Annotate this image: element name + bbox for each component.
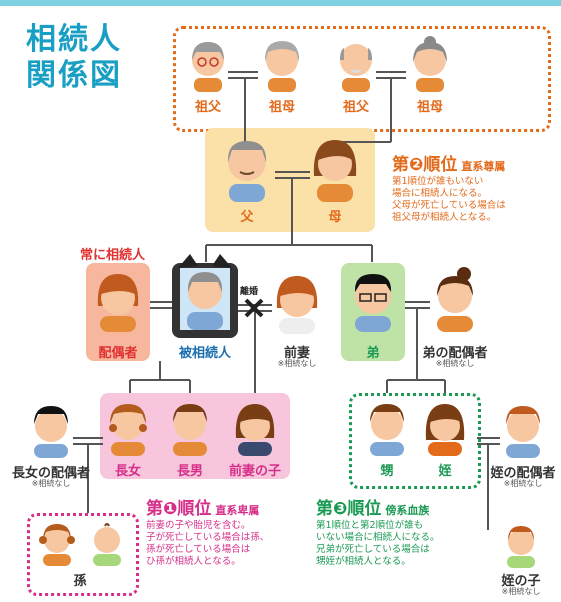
ex-wife-label: 前妻	[283, 346, 310, 361]
ex-wife-child-icon	[235, 404, 275, 456]
niece-icon	[425, 404, 465, 456]
grandfather-1-label: 祖父	[194, 100, 221, 115]
niece-child-icon	[507, 526, 535, 568]
divorce-cross-icon	[244, 298, 264, 318]
diagram-title: 相続人 関係図	[26, 22, 122, 94]
daughter-spouse-label: 長女の配偶者	[11, 466, 90, 481]
rank1-heading: 第❶順位直系卑属	[146, 494, 259, 519]
nephew-icon	[370, 404, 404, 456]
brother-spouse-note: ※相続なし	[435, 359, 475, 368]
rank2-description: 第1順位が誰もいない 場合に相続人になる。 父母が死亡している場合は 祖父母が相…	[392, 176, 506, 223]
grandmother-2-label: 祖母	[416, 100, 443, 115]
niece-spouse-icon	[506, 406, 540, 458]
grandmother-1-icon	[264, 41, 300, 92]
ex-wife-child-label: 前妻の子	[228, 464, 281, 479]
ex-wife-icon	[276, 276, 318, 334]
deceased-label: 被相続人	[178, 346, 231, 361]
rank3-description: 第1順位と第2順位が誰も いない場合に相続人になる。 兄弟が死亡している場合は …	[316, 520, 440, 567]
brother-spouse-icon	[437, 267, 473, 332]
daughter-spouse-icon	[34, 406, 68, 458]
divorce-label: 離婚	[240, 287, 259, 297]
rank3-heading: 第❸順位傍系血族	[316, 494, 429, 519]
grandchild-frame	[27, 513, 139, 596]
brother-spouse-label: 弟の配偶者	[422, 346, 488, 361]
brother-icon	[354, 274, 392, 332]
rank2-title: 第❷順位	[392, 155, 458, 175]
grandmother-2-icon	[413, 36, 447, 92]
father-icon	[227, 141, 267, 202]
spouse-label: 配偶者	[98, 346, 138, 361]
eldest-daughter-label: 長女	[114, 464, 141, 479]
eldest-daughter-icon	[109, 404, 147, 456]
mother-icon	[313, 140, 357, 202]
rank3-sub: 傍系血族	[385, 504, 430, 517]
title-line2: 関係図	[26, 58, 122, 93]
eldest-son-label: 長男	[176, 464, 203, 479]
grandfather-1-icon	[192, 42, 224, 92]
grandchild-label: 孫	[73, 574, 87, 589]
niece-spouse-note: ※相続なし	[503, 479, 543, 488]
title-line1: 相続人	[26, 22, 122, 57]
rank2-heading: 第❷順位直系尊属	[392, 150, 505, 175]
grandchild-girl-icon	[39, 524, 75, 566]
grandfather-2-icon	[340, 44, 372, 92]
niece-spouse-label: 姪の配偶者	[490, 466, 556, 481]
niece-child-note: ※相続なし	[501, 587, 541, 596]
grandmother-1-label: 祖母	[268, 100, 295, 115]
rank1-description: 前妻の子や胎児を含む。 子が死亡している場合は孫、 孫が死亡している場合は ひ孫…	[146, 520, 270, 567]
grandfather-2-label: 祖父	[342, 100, 369, 115]
father-label: 父	[240, 210, 254, 225]
brother-label: 弟	[366, 346, 380, 361]
ex-wife-note: ※相続なし	[277, 359, 317, 368]
nephew-niece-frame	[349, 393, 481, 489]
deceased-icon	[178, 254, 232, 330]
mother-label: 母	[328, 210, 342, 225]
spouse-icon	[97, 274, 139, 332]
rank1-title: 第❶順位	[146, 499, 212, 519]
niece-child-label: 姪の子	[501, 574, 541, 589]
always-heir-label: 常に相続人	[80, 248, 146, 263]
daughter-spouse-note: ※相続なし	[31, 479, 71, 488]
grandchild-baby-icon	[93, 523, 121, 566]
rank1-sub: 直系卑属	[215, 504, 260, 517]
rank2-sub: 直系尊属	[461, 160, 506, 173]
nephew-label: 甥	[380, 464, 394, 479]
niece-label: 姪	[438, 464, 452, 479]
rank3-title: 第❸順位	[316, 499, 382, 519]
eldest-son-icon	[173, 404, 207, 456]
